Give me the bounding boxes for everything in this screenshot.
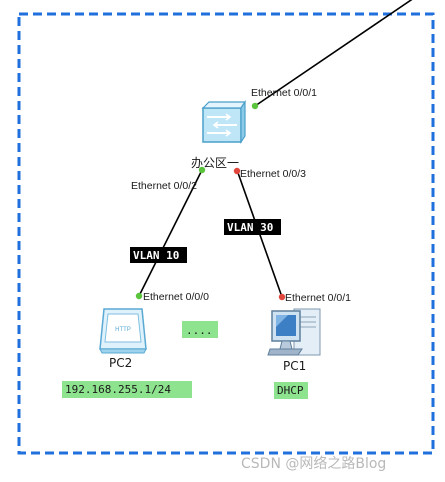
office-area-boundary: [17, 12, 435, 455]
vlan-tag-left-label: VLAN 10: [133, 249, 179, 262]
port-label-to-pc1: Ethernet 0/0/3: [240, 168, 306, 180]
vlan-tag-right-label: VLAN 30: [227, 221, 273, 234]
vlan-tag-left: VLAN 10: [130, 247, 187, 263]
pc2-ip-text: 192.168.255.1/24: [65, 383, 171, 396]
port-uplink-marker: [251, 102, 259, 110]
vlan-tag-right: VLAN 30: [224, 219, 281, 235]
pc2-name: PC2: [109, 356, 132, 370]
port-to-pc1-marker: [233, 167, 241, 175]
port-to-pc2-marker: [198, 166, 206, 174]
pc1-name: PC1: [283, 359, 306, 373]
link-switch-pc2: [138, 169, 203, 297]
switch-name: 办公区一: [191, 155, 239, 170]
port-label-to-pc2: Ethernet 0/0/2: [131, 180, 197, 192]
port-label-uplink: Ethernet 0/0/1: [251, 87, 317, 99]
http-screen-text: HTTP: [115, 327, 131, 333]
pc1-dhcp-tag: DHCP: [274, 382, 308, 399]
uplink-cable: [254, 0, 413, 107]
pc2-ip-tag: 192.168.255.1/24: [62, 381, 192, 398]
port-pc2-marker: [135, 292, 143, 300]
http-terminal-icon[interactable]: HTTP: [99, 308, 147, 354]
watermark: CSDN @网络之路Blog: [241, 456, 386, 472]
port-label-pc2: Ethernet 0/0/0: [143, 291, 209, 303]
pc1-dhcp-text: DHCP: [277, 384, 304, 397]
port-pc1-marker: [278, 293, 286, 301]
port-label-pc1: Ethernet 0/0/1: [285, 292, 351, 304]
switch-icon[interactable]: [201, 100, 247, 144]
more-hosts-text: ....: [186, 324, 213, 337]
more-hosts-tag: ....: [182, 321, 218, 338]
pc-icon[interactable]: [267, 308, 321, 356]
